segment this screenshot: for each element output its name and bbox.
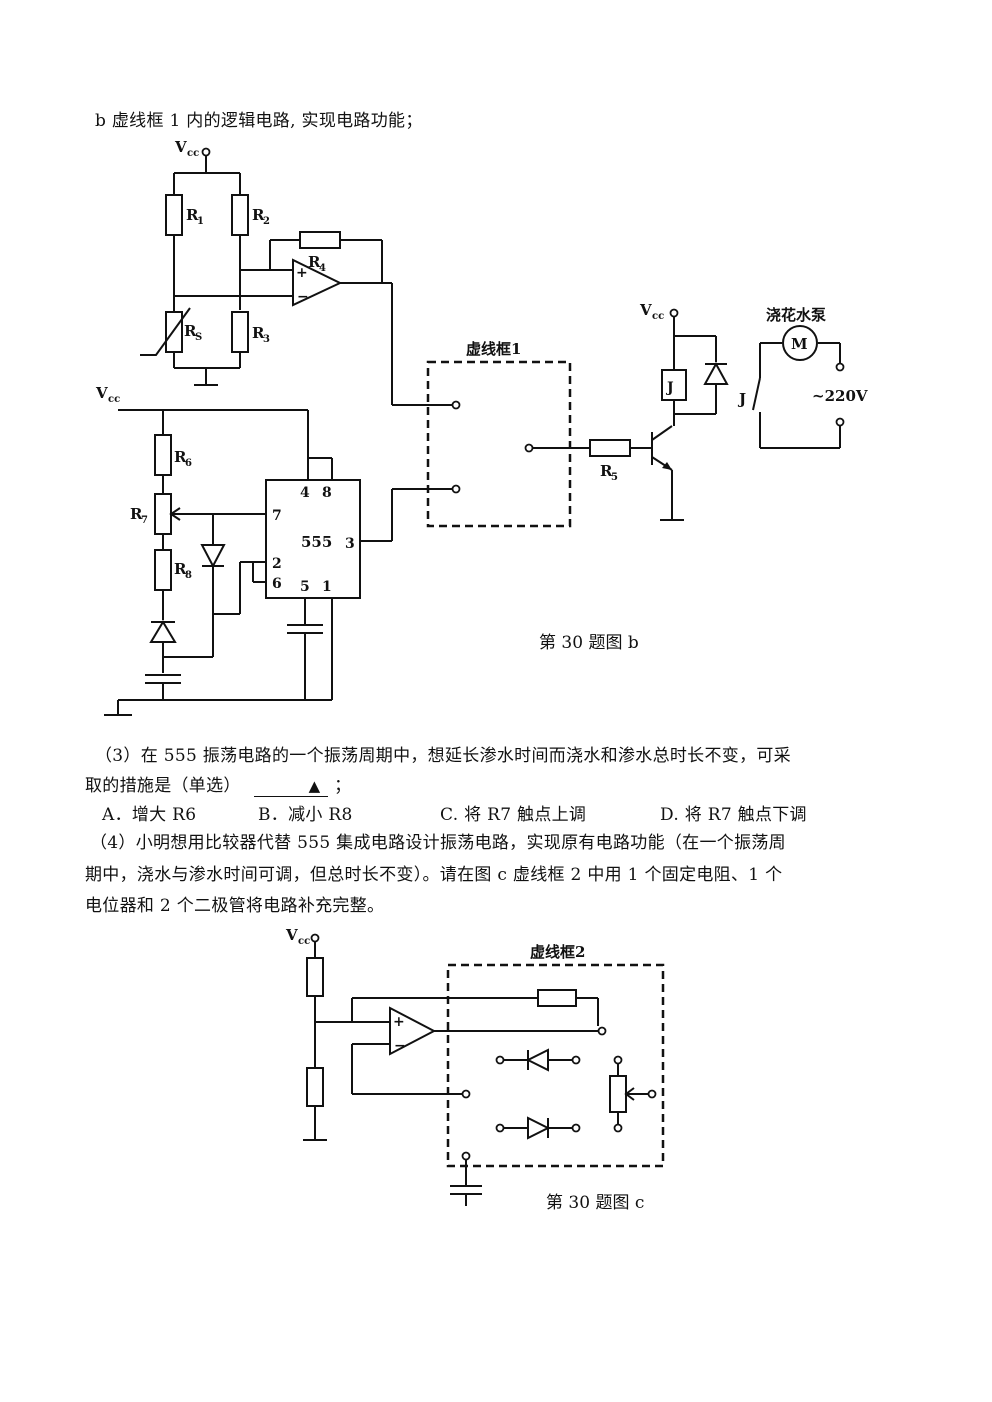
resistor-r2 [231, 194, 249, 236]
resistor-lower-c [306, 1067, 324, 1107]
svg-text:4: 4 [319, 263, 326, 274]
capacitor-c [450, 1160, 482, 1206]
opamp-c [389, 1006, 437, 1056]
svg-text:5: 5 [611, 472, 618, 483]
svg-text:−: − [394, 1038, 406, 1054]
opamp-b [292, 258, 343, 307]
figure-b-caption: 第 30 题图 b [539, 633, 639, 653]
svg-text:R: R [130, 505, 143, 523]
svg-text:3: 3 [345, 536, 355, 552]
comparator-circuit: V cc + − [285, 926, 607, 1141]
svg-text:V: V [285, 926, 298, 944]
resistor-r6 [154, 434, 172, 476]
svg-text:R: R [252, 206, 265, 224]
svg-text:V: V [95, 384, 108, 402]
svg-text:cc: cc [652, 311, 664, 322]
svg-text:~220V: ~220V [812, 387, 868, 405]
relay-coil [661, 369, 687, 401]
svg-text:6: 6 [272, 576, 282, 592]
svg-text:1: 1 [322, 579, 332, 595]
bridge-circuit: V cc R 1 R 2 + − R 4 R [140, 138, 456, 406]
svg-text:8: 8 [185, 570, 192, 581]
q3-stem2-text: 取的措施是（单选） [85, 776, 241, 796]
svg-text:R: R [184, 322, 197, 340]
svg-text:R: R [252, 324, 265, 342]
svg-text:4: 4 [300, 485, 310, 501]
svg-text:R: R [308, 253, 321, 271]
svg-text:R: R [600, 462, 613, 480]
svg-text:7: 7 [272, 508, 282, 524]
resistor-r5 [589, 439, 631, 457]
intro-line: b 虚线框 1 内的逻辑电路, 实现电路功能； [95, 111, 423, 131]
svg-text:M: M [791, 335, 808, 353]
dashed-box-2: 虚线框2 [446, 943, 665, 1168]
potentiometer-c [609, 1075, 627, 1113]
diode-right [527, 1116, 551, 1140]
svg-text:虚线框2: 虚线框2 [530, 943, 585, 961]
svg-text:1: 1 [197, 216, 204, 227]
q4-line2: 期中，浇水与渗水时间可调，但总时长不变）。请在图 c 虚线框 2 中用 1 个固… [85, 865, 783, 885]
dashed-box-1: 虚线框1 [426, 340, 572, 528]
svg-text:−: − [297, 289, 309, 305]
svg-text:+: + [393, 1014, 405, 1030]
svg-text:8: 8 [322, 485, 332, 501]
svg-text:6: 6 [185, 458, 192, 469]
resistor-upper-c [306, 957, 324, 997]
diode-parallel [200, 544, 226, 569]
q3-option-a[interactable]: A．增大 R6 [102, 805, 197, 825]
svg-text:R: R [186, 206, 199, 224]
answer-blank[interactable]: ▲ [254, 776, 329, 797]
q4-line1: （4）小明想用比较器代替 555 集成电路设计振荡电路，实现原有电路功能（在一个… [90, 833, 786, 853]
figure-c-caption: 第 30 题图 c [546, 1193, 644, 1213]
svg-text:cc: cc [108, 394, 120, 405]
svg-text:cc: cc [298, 936, 310, 947]
pump-circuit: 浇花水泵 M ~220V J [737, 306, 868, 449]
q3-stem: （3）在 555 振荡电路的一个振荡周期中，想延长渗水时间而浇水和渗水总时长不变… [95, 746, 791, 766]
q4-line3: 电位器和 2 个二极管将电路补充完整。 [85, 896, 385, 916]
resistor-r1 [165, 194, 183, 236]
vcc-label-top: V [174, 138, 187, 156]
svg-text:S: S [195, 332, 202, 343]
oscillator-555: V cc R 6 R 7 R 8 [95, 384, 456, 716]
motor-m [782, 325, 818, 361]
thermistor-rs [165, 311, 183, 353]
ic-555 [265, 479, 361, 599]
q3-option-c[interactable]: C. 将 R7 触点上调 [440, 805, 587, 825]
q3-stem2: 取的措施是（单选） ▲ ； [85, 771, 351, 797]
svg-text:J: J [665, 380, 674, 396]
svg-text:V: V [639, 301, 652, 319]
resistor-r8 [154, 549, 172, 591]
potentiometer-r7 [154, 493, 172, 535]
svg-text:5: 5 [300, 579, 310, 595]
vcc-sub-top: cc [187, 148, 199, 159]
resistor-r4 [299, 231, 341, 249]
svg-text:R: R [174, 448, 187, 466]
figure-b-circuit: V cc R 1 R 2 + − R 4 R [95, 138, 868, 716]
diode-series [149, 620, 177, 643]
svg-text:7: 7 [141, 515, 148, 526]
svg-text:2: 2 [263, 216, 270, 227]
q3-end: ； [334, 776, 352, 796]
svg-text:2: 2 [272, 556, 282, 572]
diode-left [525, 1048, 549, 1072]
svg-text:555: 555 [301, 533, 332, 551]
flyback-diode [703, 361, 729, 385]
resistor-feedback-c [537, 989, 577, 1007]
svg-text:J: J [737, 390, 746, 408]
svg-text:3: 3 [263, 334, 270, 345]
svg-text:浇花水泵: 浇花水泵 [766, 306, 826, 324]
transistor-arrow [662, 462, 672, 470]
resistor-r3 [231, 311, 249, 353]
svg-text:虚线框1: 虚线框1 [466, 340, 521, 358]
q3-option-b[interactable]: B．减小 R8 [258, 805, 353, 825]
svg-text:+: + [296, 265, 308, 281]
relay-driver: R 5 V cc J [533, 301, 729, 521]
blank-triangle: ▲ [308, 777, 321, 795]
q3-option-d[interactable]: D. 将 R7 触点下调 [660, 805, 807, 825]
svg-text:R: R [174, 560, 187, 578]
